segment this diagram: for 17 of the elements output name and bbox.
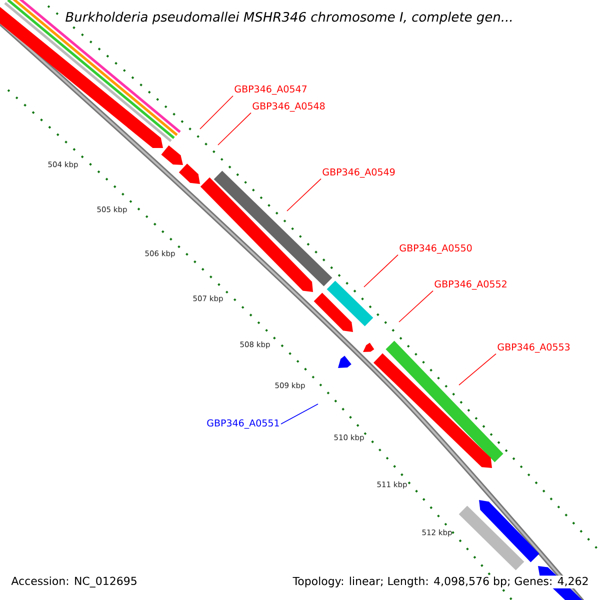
info-text: Accession: NC_012695: [10, 576, 138, 588]
gene-label: GBP346_A0547: [234, 85, 307, 95]
gene-label: GBP346_A0548: [252, 102, 325, 112]
title: Burkholderia pseudomallei MSHR346 chromosome I, complete gen...: [64, 10, 514, 26]
gene-label: GBP346_A0550: [400, 244, 472, 254]
gene-label: GBP346_A0553: [498, 343, 570, 353]
leader-line: [218, 112, 252, 146]
leader-line: [458, 353, 496, 386]
leader-line: [398, 290, 434, 322]
gene-label: GBP346_A0549: [322, 168, 395, 178]
leader-line: [200, 95, 234, 130]
info-text: Topology: linear; Length: 4,098,576 bp; Genes: 4,262: [292, 576, 590, 588]
leader-line: [280, 404, 318, 424]
gene-label: GBP346_A0552: [434, 280, 506, 290]
leader-line: [364, 254, 398, 288]
gene-label: GBP346_A0551: [207, 419, 279, 429]
leader-line: [286, 178, 322, 212]
